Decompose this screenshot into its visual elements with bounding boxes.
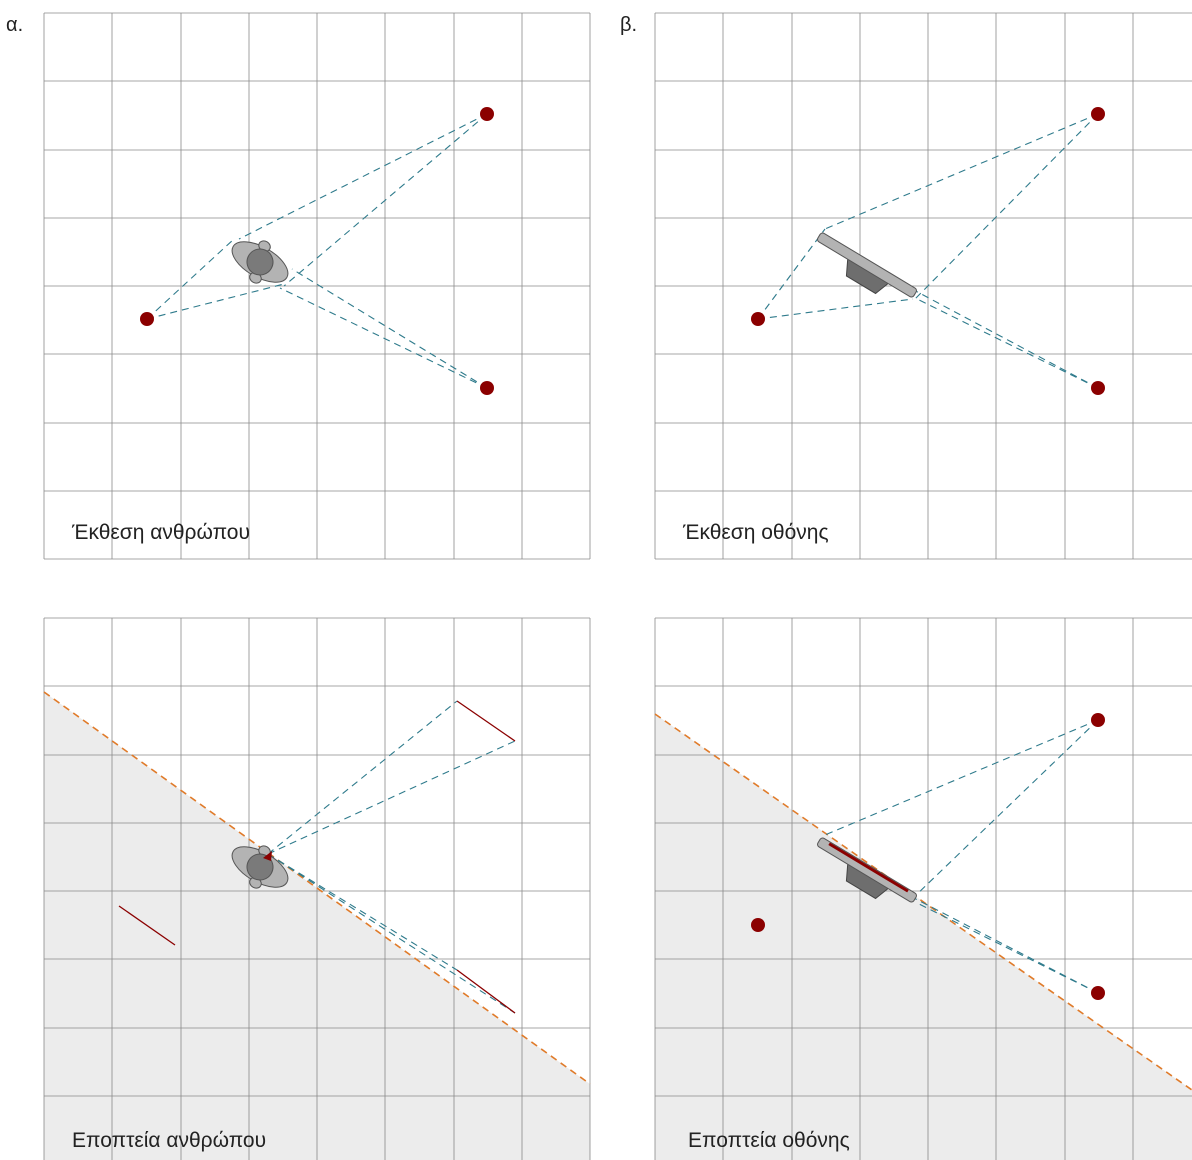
panel-caption: Έκθεση ανθρώπου [71,521,250,544]
panel-bottom-left: Εποπτεία ανθρώπου [43,617,591,1160]
boundary-line [43,691,591,1085]
ray [912,719,1099,899]
grid [654,617,1192,1160]
label-beta: β. [620,14,637,36]
ray [267,853,458,971]
panel-caption: Έκθεση οθόνης [682,521,829,544]
panel-bottom-right: Εποπτεία οθόνης [654,617,1192,1160]
boundary-line [654,713,1192,1091]
point-marker-icon [751,312,765,326]
screen-topdown-icon [817,837,917,903]
grid [43,12,591,560]
ray [279,287,488,389]
ray [146,283,285,320]
grid [654,12,1192,560]
point-marker-icon [480,381,494,395]
rays [267,700,516,1014]
ray [757,228,826,320]
ray [824,719,1099,836]
person-topdown-icon [231,240,289,284]
label-alpha: α. [6,14,23,36]
ray [267,700,458,855]
point-marker-icon [1091,713,1105,727]
segment-far-bottom [456,969,516,1014]
screen-topdown-icon [817,232,917,298]
ray [238,113,488,240]
eye-marker-icon [263,851,272,861]
ray [914,113,1099,300]
segment-left [118,905,176,946]
point-marker-icon [1091,986,1105,1000]
point-marker-icon [751,918,765,932]
point-marker-icon [140,312,154,326]
grid [43,617,591,1160]
panel-top-left: Έκθεση ανθρώπου [43,12,591,560]
ray [909,287,1099,389]
panel-top-right: Έκθεση οθόνης [654,12,1192,560]
ray [916,902,1099,994]
rays [824,719,1099,994]
shaded-region [655,714,1192,1160]
ray [267,740,516,855]
ray [146,238,235,320]
point-marker-icon [1091,381,1105,395]
ray [267,853,516,1014]
rays [146,113,488,389]
point-marker-icon [1091,107,1105,121]
panel-caption: Εποπτεία ανθρώπου [72,1129,266,1152]
rays [757,113,1099,389]
ray [824,113,1099,230]
ray [291,268,488,389]
ray [914,297,1099,389]
point-marker-icon [480,107,494,121]
ray [757,298,914,320]
segment-far-top [456,700,516,742]
panel-caption: Εποπτεία οθόνης [688,1129,850,1152]
ray [283,113,488,287]
